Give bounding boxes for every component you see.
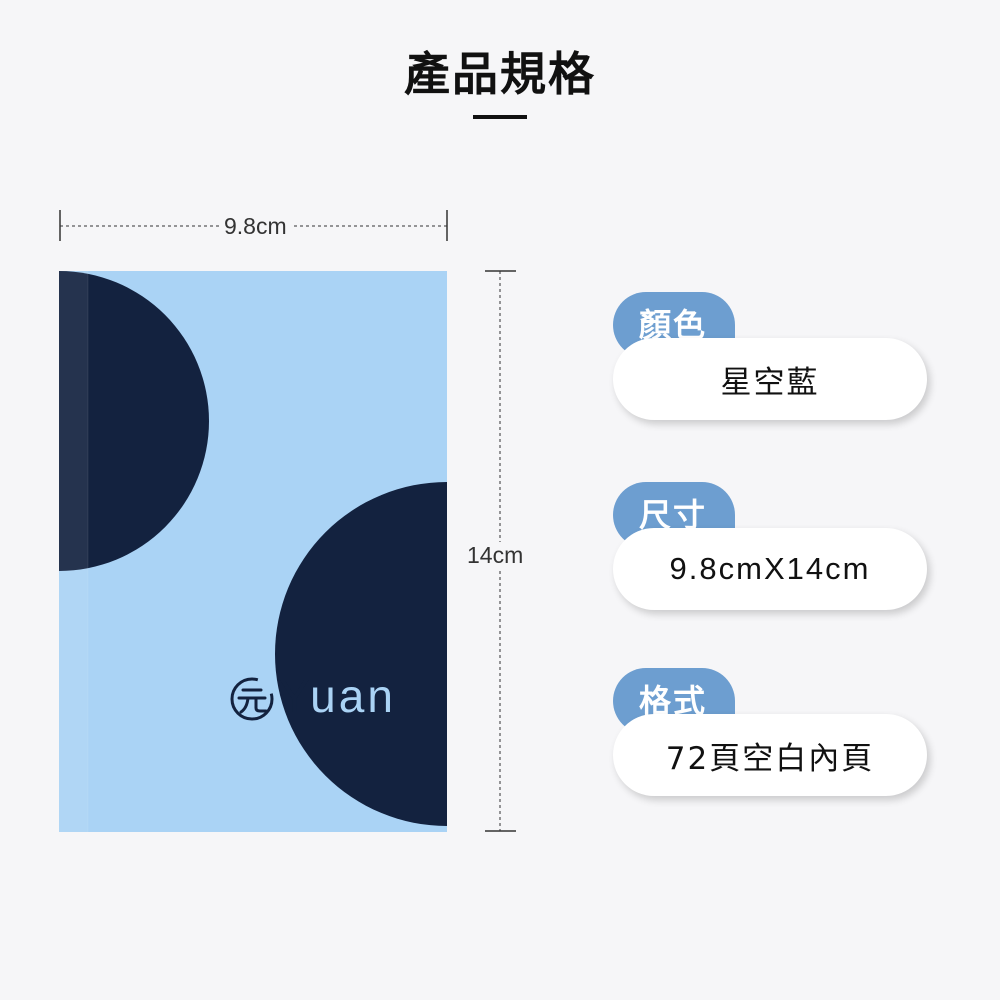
spec-value: 72頁空白內頁 — [613, 714, 927, 796]
spec-value: 9.8cmX14cm — [613, 528, 927, 610]
width-label: 9.8cm — [220, 213, 291, 239]
notebook-cover-art — [59, 271, 447, 832]
spec-format: 格式 72頁空白內頁 — [613, 668, 933, 798]
spec-label: 尺寸 — [639, 496, 708, 534]
spec-size: 尺寸 9.8cmX14cm — [613, 482, 933, 612]
brand-name: Yuan — [279, 670, 396, 722]
notebook-cover: Yuan — [59, 271, 447, 832]
spec-label: 格式 — [639, 682, 708, 720]
brand-logo-icon — [230, 677, 274, 721]
height-label: 14cm — [463, 542, 528, 568]
spec-label: 顏色 — [639, 306, 708, 344]
spec-value: 星空藍 — [613, 338, 927, 420]
page-title: 產品規格 — [404, 47, 596, 101]
title-underline — [473, 115, 527, 119]
spec-color: 顏色 星空藍 — [613, 292, 933, 422]
